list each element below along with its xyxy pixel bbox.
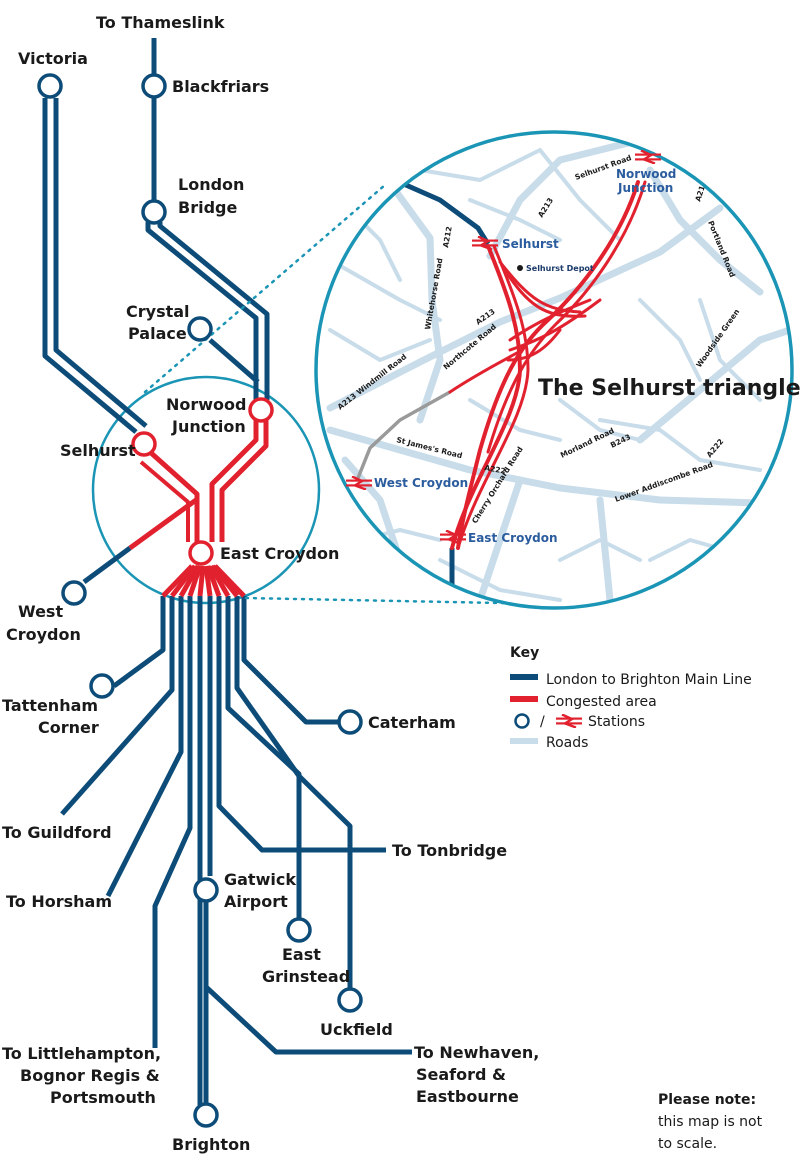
label-newhaven-3: Eastbourne — [416, 1087, 519, 1106]
svg-text:A212: A212 — [441, 226, 454, 249]
key-title: Key — [510, 645, 539, 661]
selhurst-area-circle — [91, 375, 321, 605]
station-brighton[interactable] — [193, 1102, 219, 1128]
station-tattenham-corner[interactable] — [89, 673, 115, 699]
label-west-croydon-2: Croydon — [6, 625, 81, 644]
key-congested: Congested area — [546, 694, 657, 710]
station-west-croydon[interactable] — [61, 580, 87, 606]
key-swatch-roads — [510, 738, 538, 744]
station-east-croydon[interactable] — [188, 540, 214, 566]
note-line-2: this map is not — [658, 1114, 763, 1130]
note-line-3: to scale. — [658, 1136, 717, 1152]
note-line-1: Please note: — [658, 1092, 756, 1108]
label-crystal-palace-1: Crystal — [126, 302, 190, 321]
label-littlehampton-3: Portsmouth — [50, 1088, 156, 1107]
inset-label-selhurst: Selhurst — [502, 237, 559, 251]
inset-label-selhurst-depot: Selhurst Depot — [526, 264, 594, 273]
label-norwood-2: Junction — [171, 417, 246, 436]
label-to-tonbridge: To Tonbridge — [392, 841, 507, 860]
key-swatch-main-line — [510, 674, 538, 680]
label-west-croydon-1: West — [18, 602, 63, 621]
label-brighton: Brighton — [172, 1135, 250, 1154]
label-blackfriars: Blackfriars — [172, 77, 269, 96]
inset-label-norwood-1: Norwood — [616, 167, 676, 181]
key-stations: Stations — [588, 714, 645, 730]
inset-main-line — [388, 175, 491, 246]
inset-selhurst-triangle: Selhurst Road A213 A212 Whitehorse Road … — [314, 130, 800, 610]
label-london-bridge-1: London — [178, 175, 244, 194]
inset-connectors — [143, 183, 552, 606]
station-east-grinstead[interactable] — [286, 917, 312, 943]
inset-label-east-croydon: East Croydon — [468, 531, 558, 545]
station-gatwick-airport[interactable] — [193, 877, 219, 903]
station-caterham[interactable] — [337, 709, 363, 735]
key-swatch-congested — [510, 696, 538, 702]
scale-note: Please note: this map is not to scale. — [658, 1092, 763, 1152]
label-tattenham-1: Tattenham — [2, 696, 98, 715]
key-station-circle — [514, 713, 530, 729]
selhurst-depot-dot — [517, 265, 523, 271]
station-london-bridge[interactable] — [141, 199, 167, 225]
inset-roads — [326, 136, 792, 604]
label-caterham: Caterham — [368, 713, 456, 732]
label-gatwick-1: Gatwick — [224, 870, 296, 889]
station-uckfield[interactable] — [337, 987, 363, 1013]
label-tattenham-2: Corner — [38, 718, 99, 737]
label-victoria: Victoria — [18, 49, 88, 68]
key-stations-sep: / — [540, 714, 545, 730]
label-norwood-1: Norwood — [166, 395, 247, 414]
label-littlehampton-2: Bognor Regis & — [20, 1066, 160, 1085]
map-key: Key London to Brighton Main Line Congest… — [510, 645, 752, 751]
inset-title: The Selhurst triangle — [538, 376, 800, 401]
inset-grey-line — [356, 390, 451, 479]
label-to-horsham: To Horsham — [6, 892, 112, 911]
label-newhaven-1: To Newhaven, — [414, 1043, 539, 1062]
label-crystal-palace-2: Palace — [128, 324, 187, 343]
label-london-bridge-2: Bridge — [178, 198, 237, 217]
label-to-thameslink: To Thameslink — [96, 13, 225, 32]
key-main-line: London to Brighton Main Line — [546, 672, 752, 688]
svg-text:A222: A222 — [484, 463, 507, 476]
key-roads: Roads — [546, 735, 588, 751]
inset-congested — [448, 180, 647, 550]
inset-label-west-croydon: West Croydon — [374, 476, 468, 490]
station-blackfriars[interactable] — [141, 73, 167, 99]
congested-tracks — [128, 420, 269, 598]
label-east-grinstead-2: Grinstead — [262, 967, 350, 986]
inset-ring — [314, 130, 794, 610]
inset-label-norwood-2: Junction — [617, 181, 673, 195]
label-to-guildford: To Guildford — [2, 823, 112, 842]
main-line-tracks — [42, 38, 412, 1105]
key-rail-icon — [556, 714, 582, 728]
station-labels: To Thameslink Victoria Blackfriars Londo… — [2, 13, 539, 1154]
label-littlehampton-1: To Littlehampton, — [2, 1044, 161, 1063]
station-crystal-palace[interactable] — [187, 316, 213, 342]
label-newhaven-2: Seaford & — [416, 1065, 506, 1084]
station-norwood-junction[interactable] — [248, 397, 274, 423]
label-east-croydon: East Croydon — [220, 544, 339, 563]
label-gatwick-2: Airport — [224, 892, 288, 911]
label-selhurst: Selhurst — [60, 441, 136, 460]
station-markers — [37, 73, 363, 1128]
station-victoria[interactable] — [37, 73, 63, 99]
label-east-grinstead-1: East — [282, 945, 321, 964]
label-uckfield: Uckfield — [320, 1020, 393, 1039]
station-selhurst[interactable] — [131, 431, 157, 457]
